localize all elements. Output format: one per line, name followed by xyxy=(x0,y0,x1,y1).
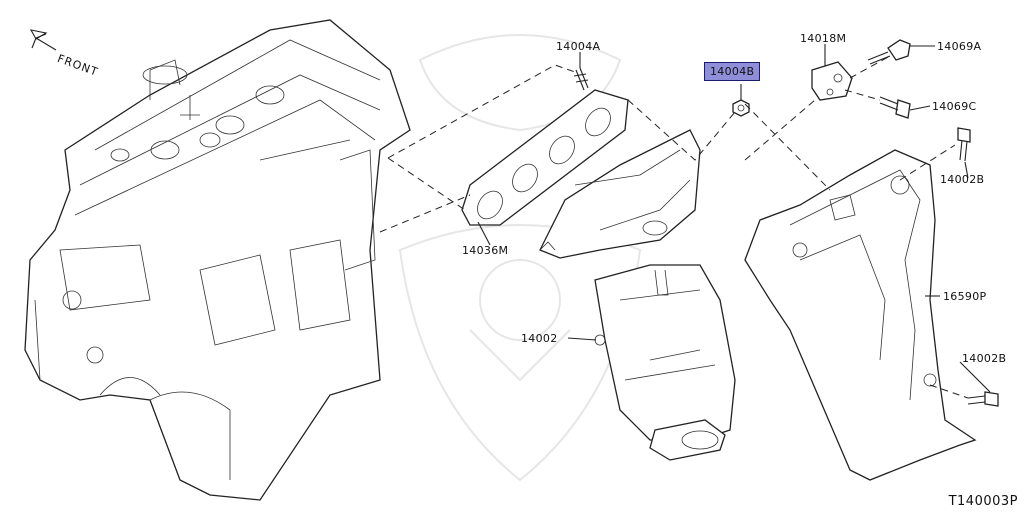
label-14002b-upper: 14002B xyxy=(940,173,985,186)
label-14004a: 14004A xyxy=(556,40,601,53)
label-14069c: 14069C xyxy=(932,100,977,113)
bolt-14002b-upper-icon xyxy=(957,127,971,162)
label-14069a: 14069A xyxy=(937,40,982,53)
bolt-14069a-icon xyxy=(867,39,911,65)
bolt-14002b-lower-icon xyxy=(967,391,999,407)
nut-part xyxy=(732,99,750,117)
bracket-part xyxy=(811,61,853,101)
label-14002b-lower: 14002B xyxy=(962,352,1007,365)
label-14018m: 14018M xyxy=(800,32,847,45)
front-arrow-icon xyxy=(29,29,57,51)
label-14036m: 14036M xyxy=(462,244,509,257)
engine-block xyxy=(24,19,411,501)
figure-code: T140003P xyxy=(948,494,1018,509)
relation-lines xyxy=(379,55,969,399)
heat-shield-part xyxy=(744,149,977,481)
label-14002: 14002 xyxy=(521,332,558,345)
label-14004b-highlighted[interactable]: 14004B xyxy=(704,62,761,81)
stud-part xyxy=(573,67,589,91)
gasket-part xyxy=(461,89,629,226)
label-16590p: 16590P xyxy=(943,290,987,303)
bolt-14069c-icon xyxy=(879,96,911,119)
manifold-part xyxy=(539,129,736,461)
leader-lines xyxy=(477,44,991,393)
